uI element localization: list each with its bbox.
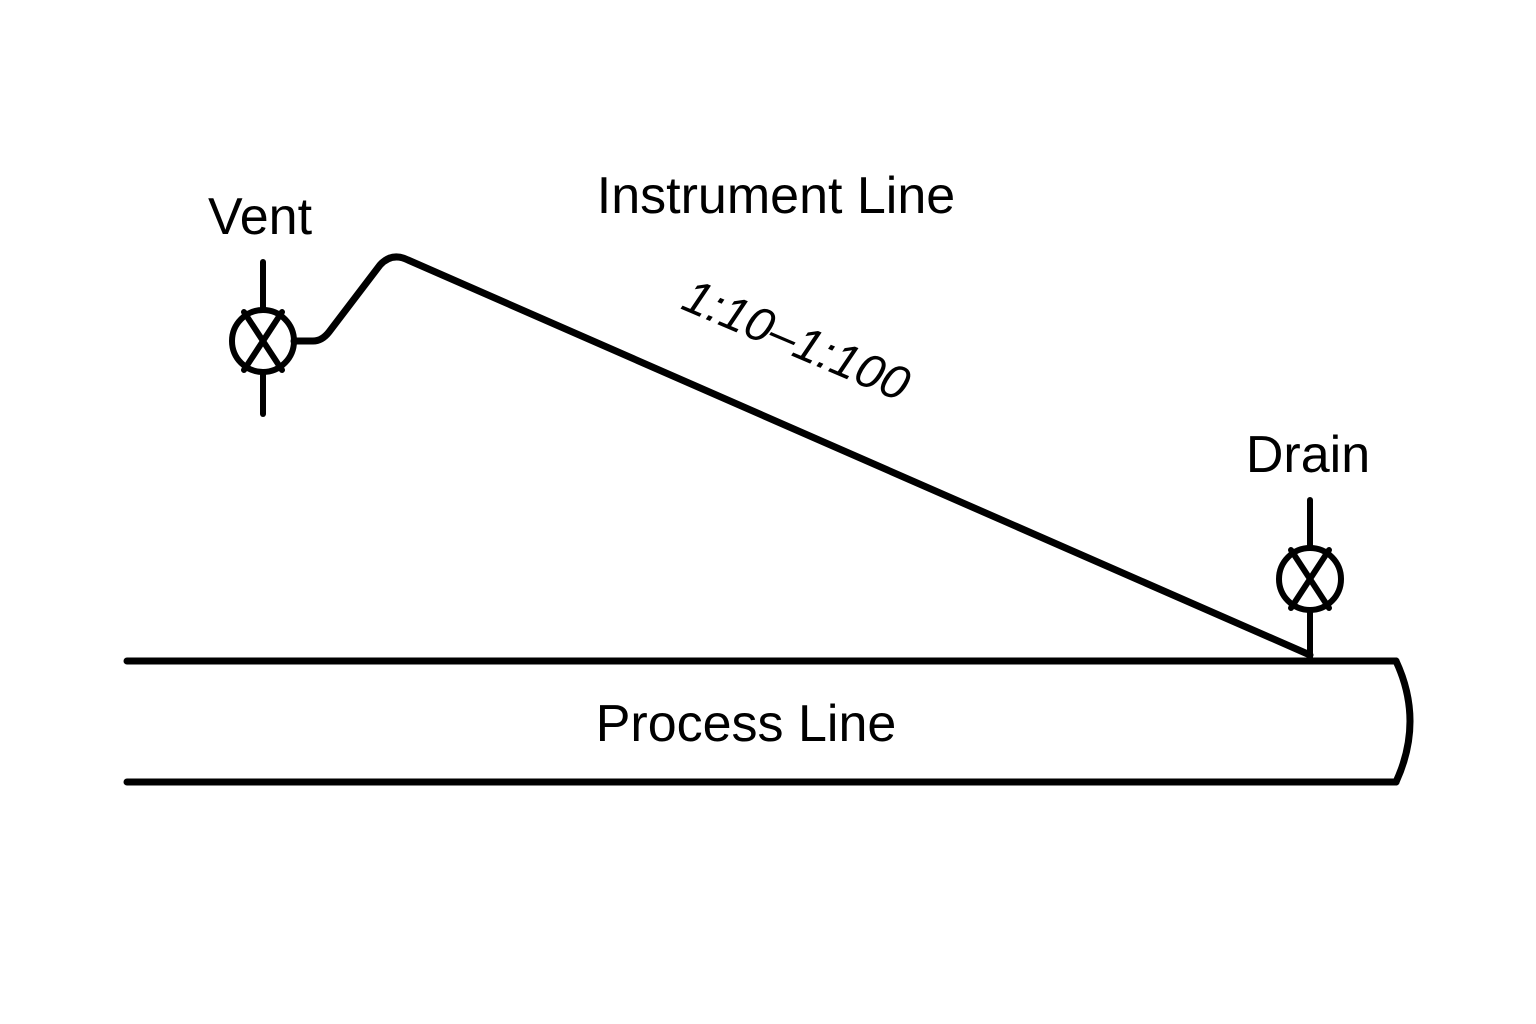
gate-valve-icon bbox=[1276, 545, 1344, 613]
instrument-line-label: Instrument Line bbox=[597, 167, 955, 225]
gate-valve-icon bbox=[229, 307, 297, 375]
drain-valve bbox=[1276, 497, 1344, 661]
vent-valve bbox=[229, 259, 297, 417]
process-line-pipe bbox=[123, 657, 1414, 786]
pipe-end-cap bbox=[1392, 657, 1414, 786]
vent-label: Vent bbox=[208, 188, 313, 246]
drain-label: Drain bbox=[1246, 426, 1370, 484]
process-line-label: Process Line bbox=[596, 695, 897, 753]
instrument-line bbox=[290, 253, 1314, 659]
